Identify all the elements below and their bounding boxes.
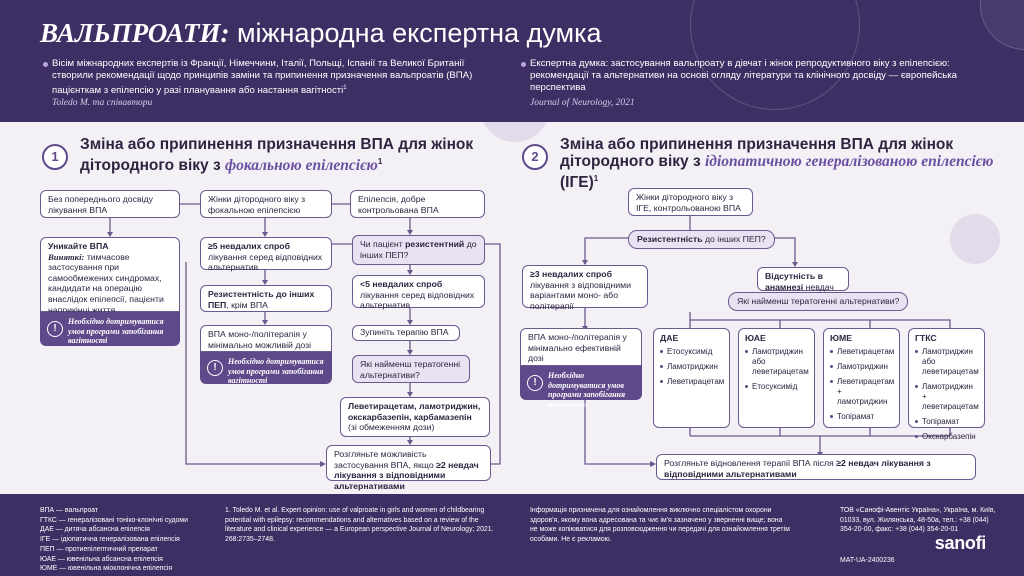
mono-warning-2: !Необхідно дотримуватися умов програми з…	[520, 366, 642, 409]
no-history-box: Відсутність в анамнезі невдач лікування …	[757, 267, 849, 302]
q-resistant-box: Чи пацієнт резистентний до інших ПЕП?	[352, 235, 485, 265]
lt5-failures-box: <5 невдалих спроб лікування серед відпов…	[352, 275, 485, 310]
section-1-number: 1	[42, 144, 68, 170]
decor-circle	[950, 214, 1000, 264]
avoid-warning: !Необхідно дотримуватися умов програми з…	[40, 312, 180, 346]
resistance-box: Резистентність до інших ПЕП, крім ВПА	[200, 285, 332, 312]
page-title: ВАЛЬПРОАТИ: міжнародна експертна думка	[40, 18, 602, 48]
vpa-mono-box-2: ВПА моно-/політерапія у мінімально ефект…	[520, 328, 642, 366]
q-teratogen-box: Які найменш тератогенні альтернативи?	[352, 355, 470, 383]
sanofi-logo: sanofi	[934, 533, 987, 553]
consider-vpa-box: Розгляньте можливість застосування ВПА, …	[326, 445, 491, 491]
company-info: ТОВ «Санофі-Авентіс Україна», Україна, м…	[840, 507, 996, 534]
drug-column-dae: ДАЕ Етосуксимід Ламотриджин Леветирацета…	[653, 328, 730, 428]
alert-icon: !	[47, 321, 63, 337]
decor-ring	[980, 0, 1024, 50]
no-previous-vpa-box: Без попереднього досвіду лікування ВПА	[40, 190, 180, 218]
vpa-mono-box: ВПА моно-/політерапія у мінімально можли…	[200, 325, 332, 352]
alert-icon: !	[527, 375, 543, 391]
q-resistance-pill: Резистентність до інших ПЕП?	[628, 230, 775, 249]
reference: 1. Toledo M. et al. Expert opinion: use …	[225, 507, 494, 544]
header-right-ref: Journal of Neurology, 2021	[530, 98, 635, 108]
header: ВАЛЬПРОАТИ: міжнародна експертна думка В…	[0, 0, 1024, 122]
decor-circle	[480, 122, 550, 142]
mono-warning: !Необхідно дотримуватися умов програми з…	[200, 352, 332, 385]
alert-icon: !	[207, 360, 223, 376]
header-right-text: Експертна думка: застосування вальпроату…	[521, 58, 960, 95]
alternative-drugs-box: Леветирацетам, ламотриджин, окскарбазепі…	[340, 397, 490, 437]
drug-column-gtcs: ГТКС Ламотриджин або леветирацетам Ламот…	[908, 328, 985, 441]
section2-start-box: Жінки дітородного віку з ІГЕ, контрольов…	[628, 188, 753, 216]
section-2-title: Зміна або припинення призначення ВПА для…	[560, 136, 994, 192]
header-left-text: Вісім міжнародних експертів із Франції, …	[43, 58, 497, 98]
footer: ВПА — вальпроат ГТКС — генералізовані то…	[0, 494, 1024, 576]
stop-vpa-box: Зупиніть терапію ВПА	[352, 325, 460, 341]
material-code: MAT-UA-2400236	[840, 557, 895, 564]
section1-start-box: Жінки дітородного віку з фокальною епіле…	[200, 190, 332, 218]
section-2-number: 2	[522, 144, 548, 170]
avoid-vpa-box: Уникайте ВПА Виняткі: тимчасове застосув…	[40, 237, 180, 315]
consider-restart-box: Розгляньте відновлення терапії ВПА після…	[656, 454, 976, 480]
section-1-title: Зміна або припинення призначення ВПА для…	[80, 136, 474, 175]
drug-column-jme: ЮМЕ Леветирацетам Ламотриджин Леветираце…	[823, 328, 900, 428]
well-controlled-box: Епілепсія, добре контрольована ВПА	[350, 190, 485, 218]
ge3-failures-box: ≥3 невдалих спроб лікування з відповідни…	[522, 265, 648, 311]
header-left-ref: Toledo M. та співавтори	[52, 98, 153, 108]
q-teratogen-pill: Які найменш тератогенні альтернативи?	[728, 292, 909, 311]
main-content: 1 Зміна або припинення призначення ВПА д…	[0, 122, 1024, 494]
disclaimer: Інформація призначена для ознайомлення в…	[530, 507, 790, 544]
abbreviations: ВПА — вальпроат ГТКС — генералізовані то…	[40, 507, 188, 573]
ge5-failures-box: ≥5 невдалих спроб лікування серед відпов…	[200, 237, 332, 272]
drug-column-jae: ЮАЕ Ламотриджин або леветирацетам Етосук…	[738, 328, 815, 428]
